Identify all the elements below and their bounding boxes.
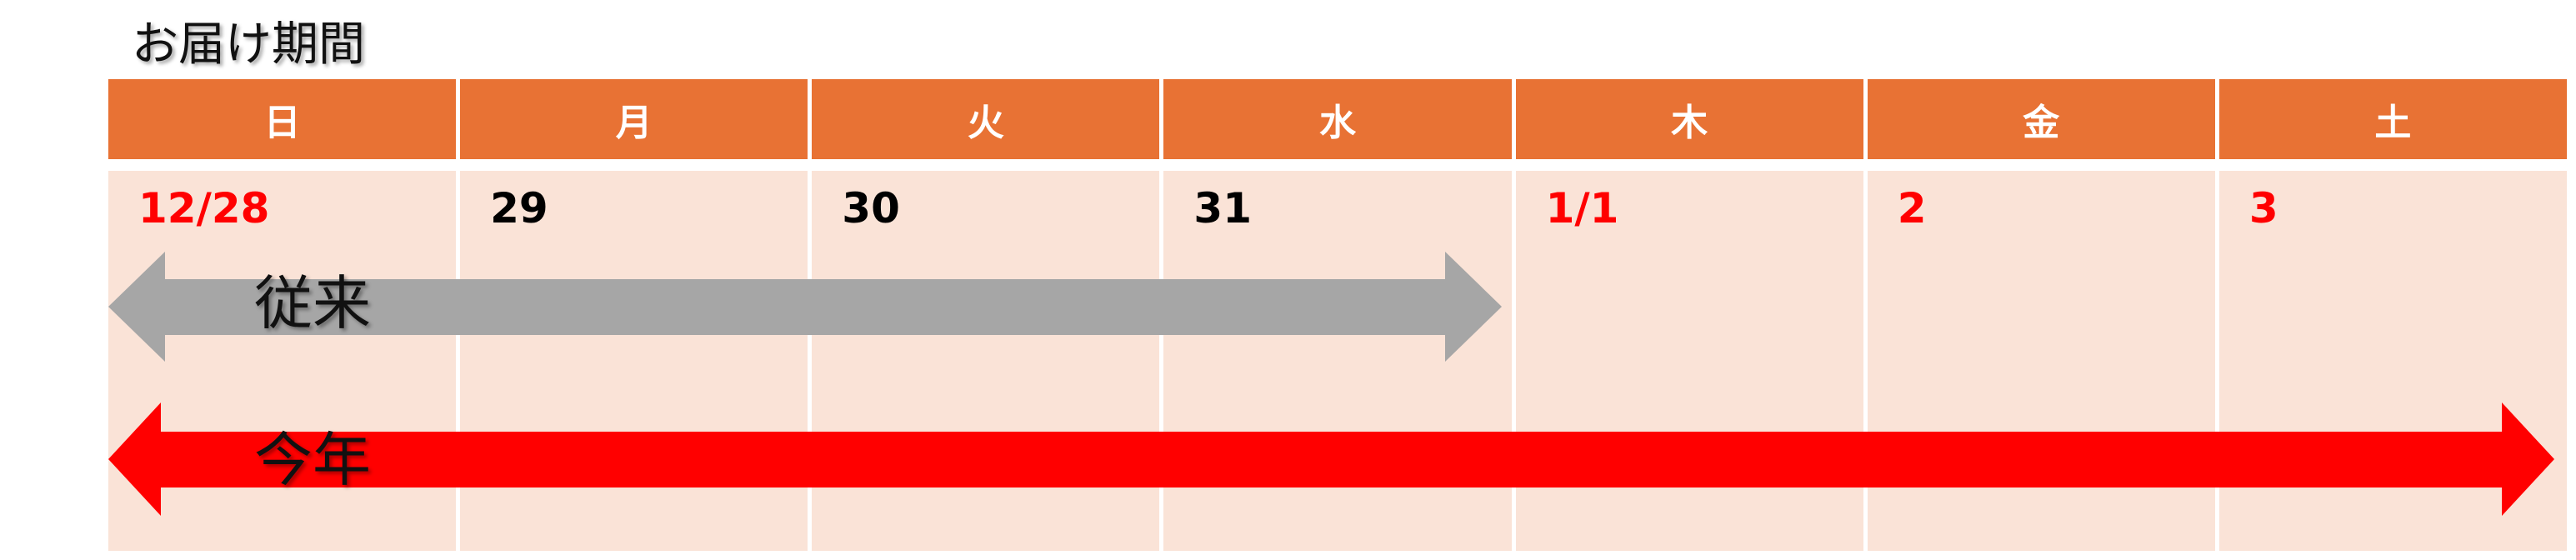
- date-label: 29: [490, 184, 548, 232]
- page-title: お届け期間: [132, 18, 365, 72]
- previous-period-arrow: [108, 252, 1502, 362]
- weekday-header-mon: 月: [460, 79, 808, 159]
- weekday-header-sun: 日: [108, 79, 457, 159]
- date-label: 3: [2248, 184, 2278, 232]
- weekday-header-wed: 水: [1163, 79, 1512, 159]
- date-label: 1/1: [1545, 184, 1619, 232]
- weekday-header-fri: 金: [1867, 79, 2215, 159]
- weekday-header-tue: 火: [812, 79, 1160, 159]
- previous-period-label: 従来: [254, 269, 371, 338]
- this-year-period-label: 今年: [254, 426, 371, 494]
- weekday-header-thu: 木: [1515, 79, 1863, 159]
- weekday-header-sat: 土: [2218, 79, 2567, 159]
- date-label: 31: [1193, 184, 1253, 232]
- date-label: 2: [1897, 184, 1927, 232]
- date-label: 12/28: [138, 184, 270, 232]
- date-label: 30: [842, 184, 900, 232]
- this-year-period-arrow: [108, 402, 2554, 516]
